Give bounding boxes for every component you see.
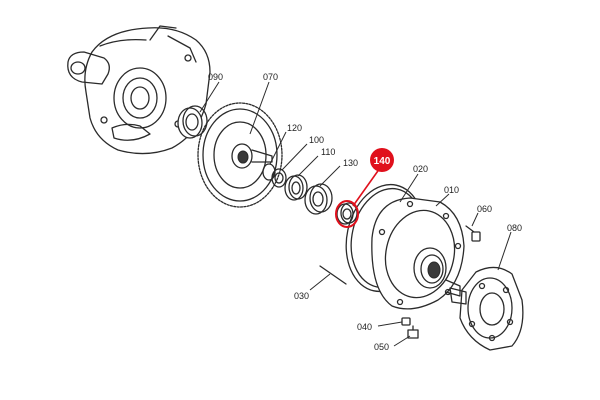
callout-090: 090 (208, 72, 223, 82)
highlight-leader (352, 167, 381, 207)
callout-040: 040 (357, 322, 372, 332)
callout-080: 080 (507, 223, 522, 233)
hub-cover-010 (371, 197, 465, 310)
callout-120: 120 (287, 123, 302, 133)
stud-030 (319, 265, 347, 285)
callout-110: 110 (321, 147, 335, 157)
oil-seal-140 (336, 202, 358, 225)
ring-gear-070 (197, 102, 283, 208)
bearing-090 (177, 105, 208, 139)
bolt-060 (465, 225, 481, 242)
callout-130: 130 (343, 158, 358, 168)
callout-050: 050 (374, 342, 389, 352)
plug-050 (407, 325, 419, 339)
callout-070: 070 (263, 72, 278, 82)
plug-040 (401, 317, 411, 326)
leader-lines (199, 81, 512, 347)
callout-060: 060 (477, 204, 492, 214)
highlighted-callout-140: 140 (335, 148, 394, 228)
callout-100: 100 (309, 135, 324, 145)
highlight-badge (370, 148, 394, 172)
ring-100 (271, 168, 287, 188)
bearing-110 (284, 174, 308, 201)
callout-030: 030 (294, 291, 309, 301)
callout-020: 020 (413, 164, 428, 174)
snap-ring-120 (262, 163, 276, 181)
callout-labels: 090 070 120 100 110 130 020 010 060 080 … (208, 72, 522, 352)
callout-010: 010 (444, 185, 459, 195)
bearing-130 (304, 183, 333, 215)
highlight-ring (335, 200, 359, 228)
callout-140: 140 (374, 156, 391, 167)
flange-080 (449, 266, 524, 351)
